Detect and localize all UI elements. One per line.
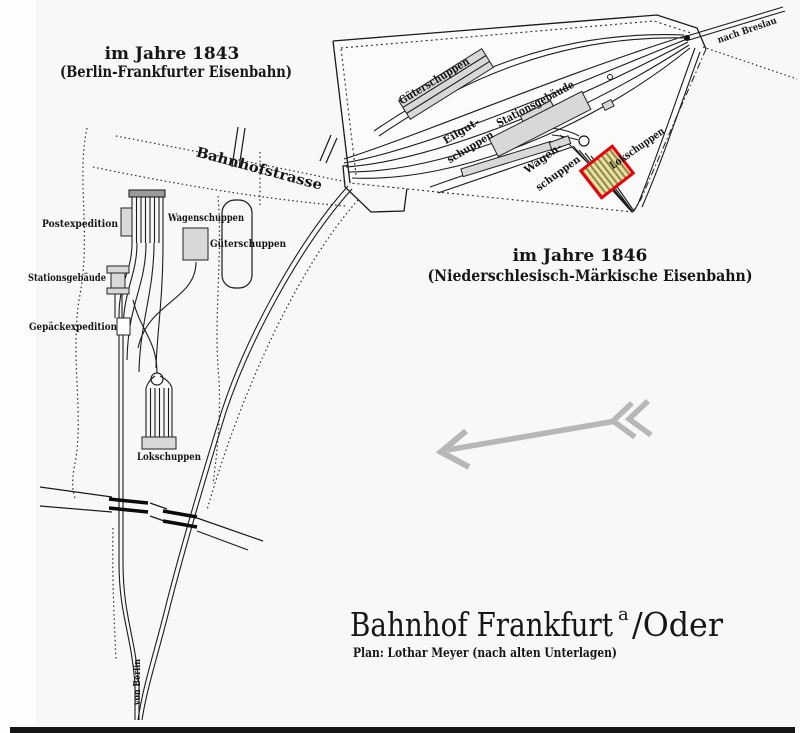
east-boundary-road: [212, 195, 221, 485]
label-gepaeckexpedition-1843: Gepäckexpedition: [29, 321, 117, 333]
yard-1843: [106, 189, 253, 720]
turntable-1843-feeder: [132, 299, 158, 374]
lokschuppen-1843-complex: [132, 299, 177, 450]
building-stationsgebaeude-1843: [106, 265, 130, 318]
turntable-1846: [578, 135, 590, 147]
building-postexpedition: [120, 207, 133, 237]
direction-arrow: [435, 399, 653, 470]
yard-1843-station-tracks: [118, 315, 140, 720]
tiny-shed-shape: [601, 98, 615, 112]
map-title-main: Bahnhof Frankfurt: [350, 605, 613, 644]
small-signal-circle: [607, 74, 613, 80]
highlight-marker: [578, 144, 636, 200]
yard-1846-boundary-east: [632, 48, 707, 213]
bahnhofstrasse-upper-edge: [115, 135, 348, 183]
heading-1843-line1: im Jahre 1843: [105, 44, 240, 64]
stationsgebaeude-1843-south-cap: [106, 287, 130, 295]
stationsgebaeude-1843-north-cap: [106, 265, 130, 274]
yard-1846-boundary-inner: [340, 20, 692, 176]
street-network: [39, 126, 408, 661]
west-boundary-road: [72, 127, 88, 501]
map-credit: Plan: Lothar Meyer (nach alten Unterlage…: [353, 646, 617, 661]
building-gepaeckexpedition: [116, 317, 131, 336]
heading-1843-line2: (Berlin-Frankfurter Eisenbahn): [60, 62, 292, 81]
highlight-lokschuppen-box: [578, 144, 636, 200]
label-stationsgebaeude-1843: Stationsgebäude: [28, 272, 106, 284]
crossing-street-upper-edge: [39, 486, 264, 542]
building-small-shed-1846: [548, 135, 572, 151]
arrow-shaft: [446, 418, 617, 453]
level-crossing-bars: [108, 497, 198, 529]
arrow-head-left: [435, 428, 471, 470]
building-gueterschuppen-1846: [397, 48, 495, 120]
siding-loop: [221, 199, 253, 289]
label-gueterschuppen-1843: Güterschuppen: [210, 238, 286, 250]
lokschuppen-1843-stall-tracks: [145, 375, 173, 437]
left-margin: [0, 0, 36, 733]
heading-1846-line1: im Jahre 1846: [513, 246, 648, 266]
stationsgebaeude-1846-shape: [488, 90, 592, 158]
stationsgebaeude-1843-body: [110, 272, 126, 289]
main-line-tracks: [137, 185, 353, 721]
main-line: [137, 185, 353, 721]
bahnhofstrasse-lower-edge: [92, 166, 346, 207]
building-gueterschuppen-1843: [182, 227, 209, 261]
road-nach-breslau: [702, 46, 798, 80]
stationsgebaeude-1843-extension: [114, 294, 123, 318]
gueterschuppen-1846-tracks: [402, 55, 490, 114]
yard-1846: [332, 6, 786, 213]
junction-dot: [684, 35, 690, 41]
map-title-suffix: /Oder: [632, 605, 723, 644]
building-lokschuppen-1843: [141, 436, 177, 450]
small-shed-shape: [548, 135, 572, 151]
label-postexpedition-1843: Postexpedition: [42, 218, 118, 230]
label-wagenschuppen-1843: Wagenschuppen: [167, 212, 244, 224]
building-stationsgebaeude-1846: [488, 90, 592, 158]
label-von-berlin: von Berlin: [132, 659, 143, 706]
map-title-superscript: a: [618, 604, 629, 625]
arrow-chevrons-right: [608, 399, 653, 440]
heading-1846-line2: (Niederschlesisch-Märkische Eisenbahn): [428, 266, 753, 285]
gueterschuppen-1846-shape: [397, 48, 495, 120]
side-street-north: [231, 126, 246, 169]
yard-1846-boundary-solid: [332, 14, 707, 184]
turntable-1843: [150, 372, 164, 386]
side-street-stub: [319, 134, 338, 164]
label-lokschuppen-1843: Lokschuppen: [137, 451, 201, 463]
wagenschuppen-1843-headwall: [128, 189, 166, 198]
bottom-caption-bar: [10, 727, 795, 733]
building-tiny-shed-1846: [601, 98, 615, 112]
